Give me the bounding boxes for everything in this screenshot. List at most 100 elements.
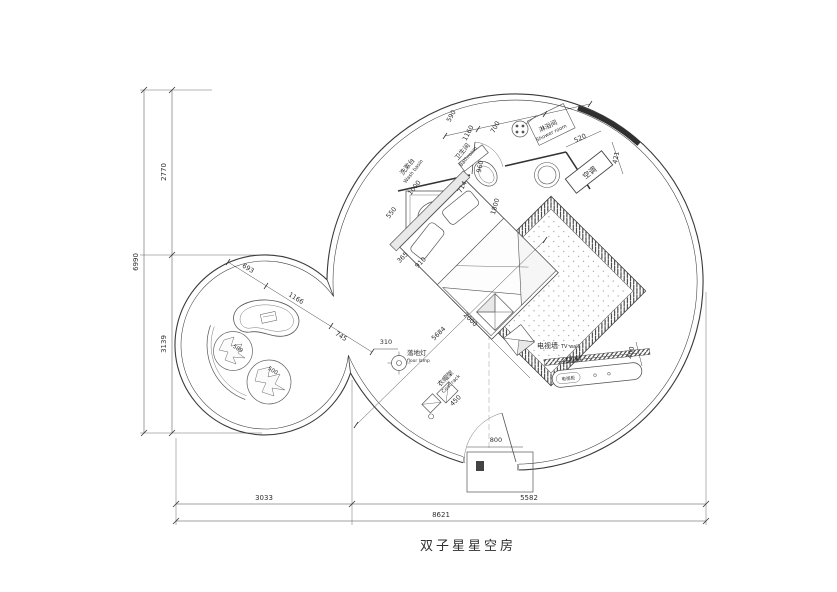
dim-basin-off: 550 (384, 205, 398, 220)
dim-line (635, 341, 643, 367)
tvwall-label-en: TV wall (560, 344, 579, 350)
floor-lamp-shade (391, 355, 407, 371)
sofa-arc-inner (210, 326, 247, 396)
lounge-chair-outline (246, 359, 292, 405)
bed-duvet-crease (456, 265, 529, 268)
cushion-diagonal (494, 293, 496, 331)
dim-tick (542, 110, 548, 118)
floor-lamp-pole (396, 360, 402, 366)
dim-top3: 700 (489, 120, 502, 135)
coat-rack-box-line (421, 402, 442, 405)
entry (463, 412, 534, 493)
dim-door-w: 800 (490, 436, 502, 444)
bed-pillow (442, 190, 479, 225)
bathroom-door-swing (474, 141, 504, 168)
dim-v-total: 6990 (132, 253, 140, 271)
tv-cabinet-label: 电视柜 (561, 374, 576, 382)
lounge-sofa-arc (206, 325, 247, 400)
shower-head-dot (515, 124, 519, 128)
dim-sc2: 1166 (287, 291, 305, 307)
dim-tick (348, 500, 356, 508)
toilet-bowl-inner (478, 165, 495, 184)
lounge-chair (213, 331, 253, 371)
dim-line (444, 103, 591, 137)
toilet (457, 144, 498, 187)
dim-v-upper: 2770 (160, 163, 168, 181)
dim-chair1: 589 (231, 344, 244, 355)
dim-tick (225, 258, 231, 266)
dim-tick (172, 517, 180, 525)
dim-tick (587, 100, 593, 108)
dim-tick (369, 348, 375, 356)
tv-cabinet: 电视柜 (551, 362, 643, 388)
dim-chair2: 500 (266, 366, 279, 377)
dim-tick (702, 500, 710, 508)
cushion-diagonal (503, 337, 535, 343)
dim-tick (475, 125, 481, 133)
shower-arm (525, 115, 537, 125)
dim-line (227, 261, 373, 353)
dim-tick (542, 236, 548, 244)
dim-shower-w: 520 (573, 132, 588, 145)
shower-head-dot (515, 130, 519, 134)
small-room-inner-wall (180, 260, 349, 430)
dim-tv-d: 400 (626, 346, 636, 360)
round-stool-outer (534, 162, 560, 188)
floorlamp-label-en: floor lamp (407, 358, 430, 364)
round-stool-bathroom (534, 162, 560, 188)
dimension-ticks (140, 86, 710, 525)
passage-jamb (326, 279, 334, 297)
tv-cabinet-drawer (555, 372, 581, 384)
dim-tick (353, 421, 359, 429)
lounge-table-tray (260, 311, 278, 324)
tv-wall (543, 348, 651, 366)
rug-cushion (476, 293, 514, 331)
shower-label: 淋浴间 Shower room (535, 117, 568, 143)
shower-area (511, 103, 576, 146)
dim-line (355, 239, 546, 426)
dim-tick (702, 517, 710, 525)
dim-tick (168, 86, 176, 94)
small-room-outer-wall (174, 254, 352, 436)
toilet-tank (457, 144, 489, 172)
dim-line (565, 130, 602, 148)
dim-toilet-w: 960 (475, 160, 485, 174)
lounge-table (233, 299, 300, 337)
washbasin-label: 洗漱台 Wash basin (397, 156, 424, 185)
floor-lamp (387, 351, 411, 375)
bathroom-wall (504, 151, 567, 167)
entry-sensor (476, 461, 484, 471)
bed-duvet-fold (517, 231, 557, 306)
tv-cabinet-knob (607, 372, 611, 376)
dim-lamp-off: 310 (380, 338, 392, 346)
tvwall-label-cn: 电视墙 (537, 341, 558, 350)
dim-tick (140, 429, 148, 437)
lounge-chair-outline (213, 331, 253, 371)
dim-diagonal: 5684 (430, 325, 447, 342)
bed-pillow (410, 222, 445, 260)
dim-line (451, 299, 531, 379)
passage-jamb (348, 355, 351, 374)
floorlamp-label-cn: 落地灯 (407, 348, 427, 357)
lounge-table-tray-line (262, 314, 275, 318)
dim-h-left: 3033 (255, 494, 273, 502)
dim-h-right: 5582 (520, 494, 538, 502)
dim-tick (442, 132, 448, 140)
dim-shower-d: 421 (611, 151, 621, 165)
entry-vestibule (466, 451, 534, 493)
sofa-arc-outer (206, 325, 246, 400)
dim-tv-w: 1200 (564, 355, 581, 365)
shower-head (511, 120, 529, 138)
entry-door-leaf (501, 412, 517, 463)
tv-cabinet-knob (593, 373, 597, 377)
coat-rack-box-line (445, 381, 449, 403)
ac-unit: 空调 (564, 150, 614, 194)
shower-head-dot (521, 130, 525, 134)
dim-bed-w: 1800 (489, 197, 501, 215)
tv-wall-hatch (543, 348, 651, 366)
dim-tick (168, 429, 176, 437)
dim-v-lower: 3139 (160, 335, 168, 353)
shower-back-wall (577, 105, 641, 146)
dim-top2: 1160 (461, 124, 476, 142)
